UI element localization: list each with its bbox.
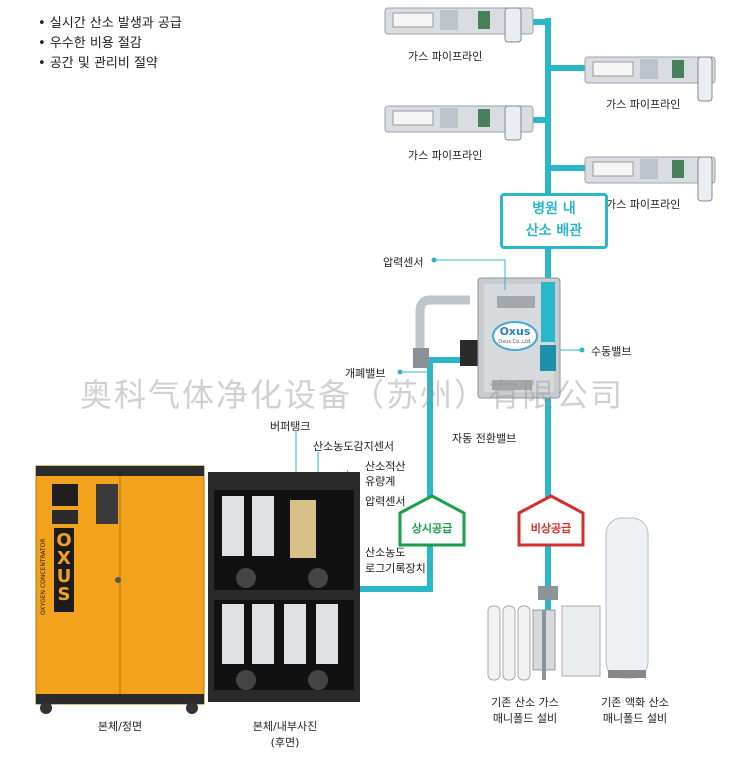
front-cabinet bbox=[35, 465, 205, 714]
auto-switching-valve bbox=[413, 277, 561, 399]
buffer-tank-label: 버퍼탱크 bbox=[270, 420, 311, 433]
logger-label: 산소농도 bbox=[365, 546, 406, 559]
pipeline-label: 가스 파이프라인 bbox=[606, 98, 681, 111]
hospital-pipe-line2: 산소 배관 bbox=[525, 223, 583, 239]
pipeline-panel bbox=[584, 156, 716, 202]
rear-caption: (후면) bbox=[270, 736, 300, 749]
o2-sensor-label: 산소농도감지센서 bbox=[313, 440, 394, 453]
emergency-supply-badge bbox=[517, 494, 585, 547]
rear-caption: 본체/내부사진 bbox=[252, 720, 318, 733]
normal-supply-pipe bbox=[360, 357, 470, 592]
valve-logo: Oxus bbox=[499, 325, 531, 338]
machine-sub-brand: OXYGEN CONCENTRATOR bbox=[40, 538, 47, 615]
pressure-sensor-label: 압력센서 bbox=[383, 256, 424, 269]
leader-dots bbox=[397, 257, 585, 375]
liquid-oxygen-tank bbox=[561, 517, 649, 679]
logger-label: 로그기록장치 bbox=[365, 562, 426, 575]
pipeline-label: 가스 파이프라인 bbox=[408, 50, 483, 63]
pipeline-label: 가스 파이프라인 bbox=[408, 149, 483, 162]
emergency-supply-label: 비상공급 bbox=[530, 522, 572, 535]
valve-logo-sub: Oxus Co.,Ltd. bbox=[498, 339, 532, 345]
hospital-pipe-line1: 병원 내 bbox=[532, 201, 576, 217]
watermark: 奥科气体净化设备（苏州）有限公司 bbox=[80, 376, 625, 414]
normal-supply-label: 상시공급 bbox=[411, 522, 453, 535]
normal-supply-badge bbox=[398, 494, 466, 547]
pipeline-label: 가스 파이프라인 bbox=[606, 198, 681, 211]
liquid-manifold-caption: 기존 액화 산소 bbox=[601, 696, 669, 709]
onoff-valve-label: 개폐밸브 bbox=[345, 367, 386, 380]
front-caption: 본체/정면 bbox=[97, 720, 143, 733]
rear-cabinet bbox=[208, 472, 360, 702]
pressure-sensor-label: 압력센서 bbox=[365, 495, 406, 508]
machine-brand: OXUS bbox=[56, 530, 72, 605]
feature-item: 공간 및 관리비 절약 bbox=[38, 54, 182, 74]
gas-cylinder-manifold bbox=[487, 586, 558, 681]
feature-item: 실시간 산소 발생과 공급 bbox=[38, 14, 182, 34]
auto-valve-label: 자동 전환밸브 bbox=[452, 432, 517, 445]
hospital-oxygen-pipe-box: 병원 내 산소 배관 bbox=[500, 193, 608, 249]
feature-item: 우수한 비용 절감 bbox=[38, 34, 182, 54]
gas-manifold-caption: 매니폴드 설비 bbox=[492, 712, 558, 725]
feature-list: 실시간 산소 발생과 공급 우수한 비용 절감 공간 및 관리비 절약 bbox=[38, 14, 182, 74]
pipeline-panel bbox=[384, 7, 534, 43]
gas-manifold-caption: 기존 산소 가스 bbox=[491, 696, 559, 709]
pipeline-panel bbox=[384, 105, 534, 141]
liquid-manifold-caption: 매니폴드 설비 bbox=[602, 712, 668, 725]
flowmeter-label: 산소적산 bbox=[365, 460, 406, 473]
manual-valve-label: 수동밸브 bbox=[591, 345, 632, 358]
pipeline-panel bbox=[584, 56, 716, 102]
flowmeter-label: 유량계 bbox=[365, 475, 396, 488]
